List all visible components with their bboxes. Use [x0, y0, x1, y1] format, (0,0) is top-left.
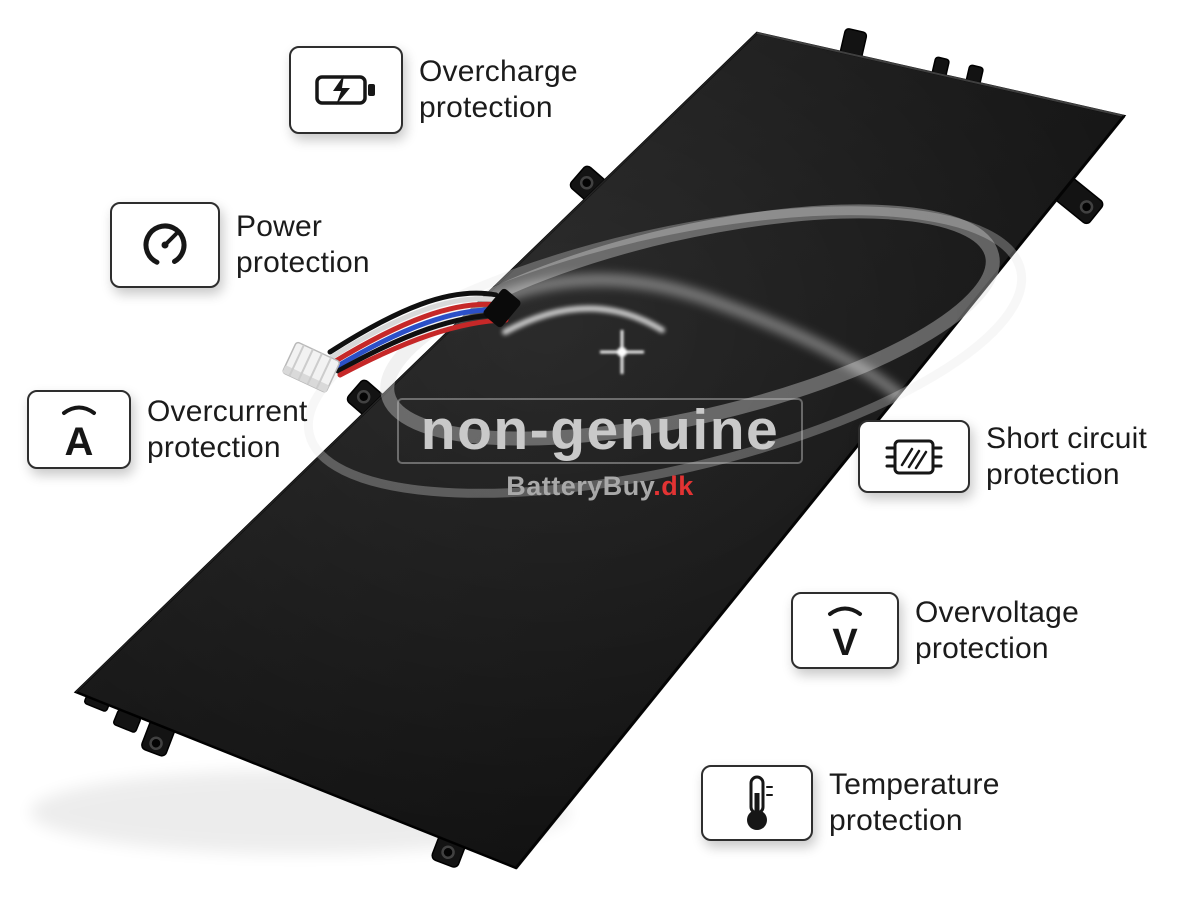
feature-short-circuit: Short circuit protection — [858, 420, 1147, 493]
watermark-brand-suffix: .dk — [653, 470, 694, 501]
feature-line1: Temperature — [829, 768, 1000, 801]
glow-swoosh — [303, 204, 1027, 498]
short-circuit-badge — [858, 420, 970, 493]
wire-sleeve — [483, 288, 521, 328]
voltage-glyph: V — [832, 622, 858, 661]
power-badge — [110, 202, 220, 288]
watermark-brand-name: BatteryBuy — [506, 470, 654, 501]
chip-icon — [885, 439, 943, 474]
feature-overvoltage: V Overvoltage protection — [791, 592, 1079, 669]
overcharge-badge — [289, 46, 403, 134]
watermark-title: non-genuine — [396, 398, 804, 464]
feature-line2: protection — [915, 631, 1049, 665]
ampere-glyph: A — [65, 420, 94, 461]
feature-label: Overcurrent protection — [147, 394, 308, 466]
feature-power: Power protection — [110, 202, 370, 288]
ampere-icon: A — [62, 405, 96, 461]
feature-line1: Short circuit — [986, 421, 1147, 455]
overvoltage-badge: V — [791, 592, 899, 669]
watermark: non-genuine BatteryBuy.dk — [368, 398, 832, 502]
feature-label: Temperature protection — [829, 767, 1000, 839]
temperature-badge — [701, 765, 813, 841]
feature-label: Short circuit protection — [986, 421, 1147, 493]
feature-label: Power protection — [236, 209, 370, 281]
feature-line2: protection — [829, 804, 963, 837]
feature-line2: protection — [236, 246, 370, 279]
feature-label: Overvoltage protection — [915, 595, 1079, 667]
battery-charge-icon — [315, 75, 375, 105]
feature-line1: Overcharge — [419, 55, 578, 88]
voltage-icon: V — [828, 606, 862, 661]
feature-line2: protection — [419, 91, 553, 124]
feature-line1: Overcurrent — [147, 394, 308, 428]
feature-line2: protection — [147, 430, 281, 464]
feature-overcurrent: A Overcurrent protection — [27, 390, 308, 469]
feature-line1: Overvoltage — [915, 595, 1079, 629]
battery-body — [73, 31, 1127, 870]
overcurrent-badge: A — [27, 390, 131, 469]
feature-line1: Power — [236, 210, 323, 243]
feature-label: Overcharge protection — [419, 54, 578, 126]
watermark-brand: BatteryBuy.dk — [368, 471, 832, 502]
feature-temperature: Temperature protection — [701, 765, 1000, 841]
power-meter-icon — [143, 223, 187, 267]
wire-connector — [282, 341, 340, 393]
thermometer-icon — [747, 775, 773, 830]
feature-line2: protection — [986, 457, 1120, 491]
sparkle — [600, 330, 644, 374]
feature-overcharge: Overcharge protection — [289, 46, 578, 134]
